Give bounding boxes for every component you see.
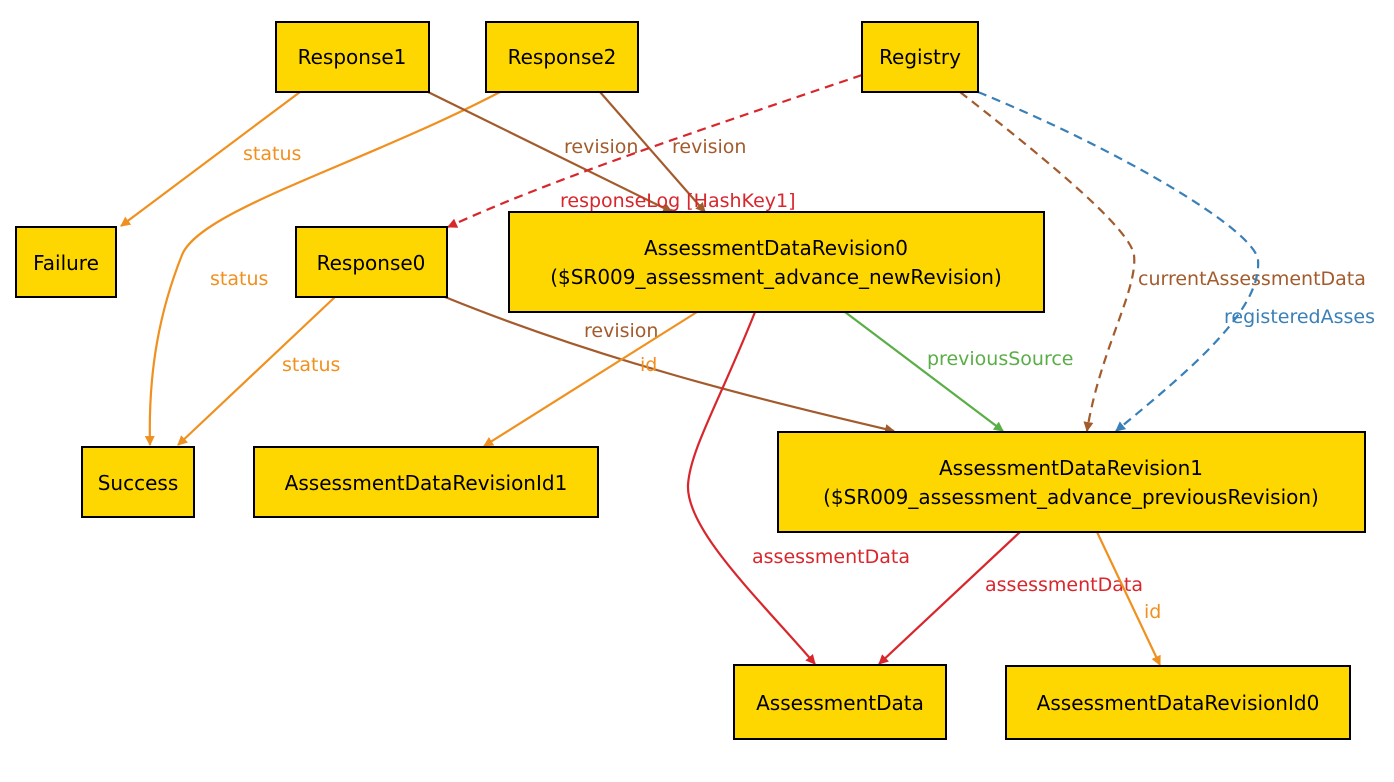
edge-line (686, 311, 816, 665)
node-label: Response2 (508, 45, 617, 69)
edge-label: registeredAsses (1224, 306, 1375, 328)
edge-label: status (282, 354, 340, 376)
node-label: AssessmentDataRevisionId0 (1037, 691, 1320, 715)
node-assessment-data[interactable]: AssessmentData (733, 664, 947, 740)
node-label: Success (98, 471, 179, 495)
edge-label: responseLog [HashKey1] (560, 190, 796, 212)
edge-label: assessmentData (985, 574, 1143, 596)
edge-label: previousSource (927, 348, 1074, 370)
edge-line (878, 531, 1021, 665)
node-assessment-data-revision-id0[interactable]: AssessmentDataRevisionId0 (1005, 665, 1351, 740)
edge-registry-response0: responseLog [HashKey1] (447, 73, 863, 228)
edge-revision0-assessmentdata: assessmentData (686, 311, 910, 665)
node-response2[interactable]: Response2 (485, 21, 639, 93)
edge-response2-revision0: revision (599, 91, 746, 213)
edge-revision1-revisionid0: id (1096, 531, 1161, 666)
node-label-line2: ($SR009_assessment_advance_previousRevis… (823, 485, 1319, 509)
edge-label: currentAssessmentData (1138, 268, 1366, 290)
edge-line (120, 91, 301, 227)
edge-revision0-revisionid1: id (483, 311, 698, 447)
edge-response0-success: status (177, 296, 340, 446)
edge-registry-revision1-current: currentAssessmentData (959, 91, 1366, 432)
edge-revision1-assessmentdata: assessmentData (878, 531, 1143, 665)
edge-line (177, 296, 336, 446)
node-assessment-data-revision-id1[interactable]: AssessmentDataRevisionId1 (253, 446, 599, 518)
edge-label: revision (564, 136, 638, 158)
edge-label: revision (584, 320, 658, 342)
node-label-line1: AssessmentDataRevision0 (644, 236, 908, 260)
node-label-line2: ($SR009_assessment_advance_newRevision) (550, 265, 1002, 289)
edge-line (1096, 531, 1161, 666)
edge-line (447, 73, 863, 228)
edge-label: id (1144, 601, 1161, 623)
edge-label: id (640, 354, 657, 376)
node-label: Failure (33, 251, 99, 275)
node-label-line1: AssessmentDataRevision1 (939, 456, 1203, 480)
edge-response1-failure: status (120, 91, 301, 227)
node-failure[interactable]: Failure (15, 226, 117, 298)
node-response1[interactable]: Response1 (275, 21, 430, 93)
edge-registry-revision1-registered: registeredAsses (977, 90, 1375, 432)
node-label: Response1 (298, 45, 407, 69)
edge-line (144, 91, 501, 446)
node-assessment-data-revision0[interactable]: AssessmentDataRevision0 ($SR009_assessme… (508, 211, 1045, 313)
edge-response1-revision0: revision (427, 91, 673, 213)
edge-line (599, 91, 706, 213)
node-label: AssessmentData (756, 691, 924, 715)
edge-revision0-revision1: previousSource (844, 311, 1074, 432)
edge-line (844, 311, 1004, 432)
edge-label: revision (672, 136, 746, 158)
edge-label: assessmentData (752, 546, 910, 568)
edge-label: status (210, 268, 268, 290)
node-label: Registry (879, 45, 961, 69)
edge-line (444, 295, 895, 434)
node-assessment-data-revision1[interactable]: AssessmentDataRevision1 ($SR009_assessme… (777, 431, 1366, 533)
node-label: AssessmentDataRevisionId1 (285, 471, 568, 495)
edge-line (483, 311, 698, 447)
edge-response0-revision1: revision (444, 295, 895, 434)
edge-label: status (243, 143, 301, 165)
edge-line (959, 91, 1136, 432)
edge-response2-success: status (144, 91, 501, 446)
edge-line (427, 91, 673, 213)
node-label: Response0 (317, 251, 426, 275)
node-response0[interactable]: Response0 (295, 226, 448, 298)
node-success[interactable]: Success (81, 446, 195, 518)
node-registry[interactable]: Registry (861, 21, 979, 93)
